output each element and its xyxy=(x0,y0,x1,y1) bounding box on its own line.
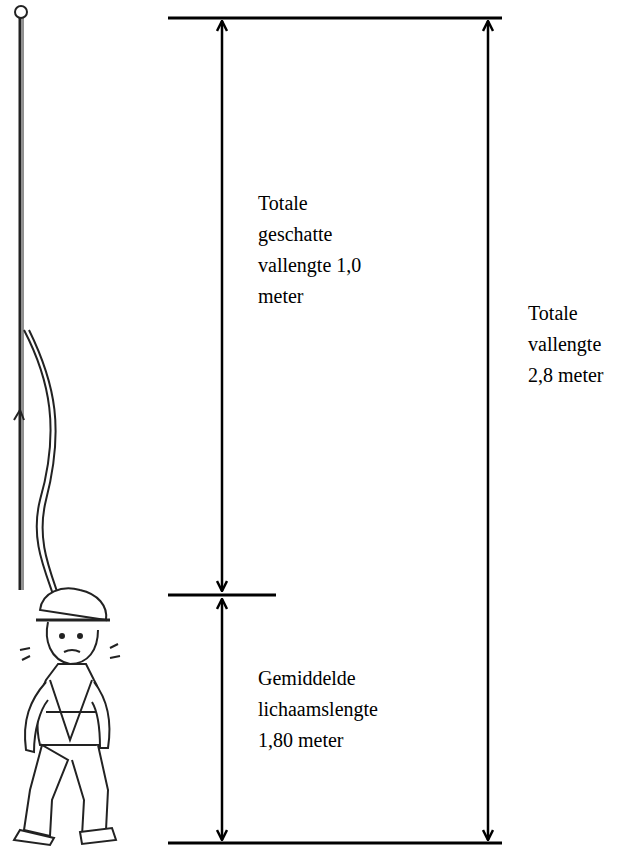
worker-figure xyxy=(14,6,120,845)
dimension-label: Totale geschatte vallengte 1,0 meter xyxy=(258,188,363,312)
dimension-lines xyxy=(168,18,502,843)
dimension-label: Gemiddelde lichaamslengte 1,80 meter xyxy=(258,663,398,756)
dimension-label: Totale vallengte 2,8 meter xyxy=(528,298,628,391)
